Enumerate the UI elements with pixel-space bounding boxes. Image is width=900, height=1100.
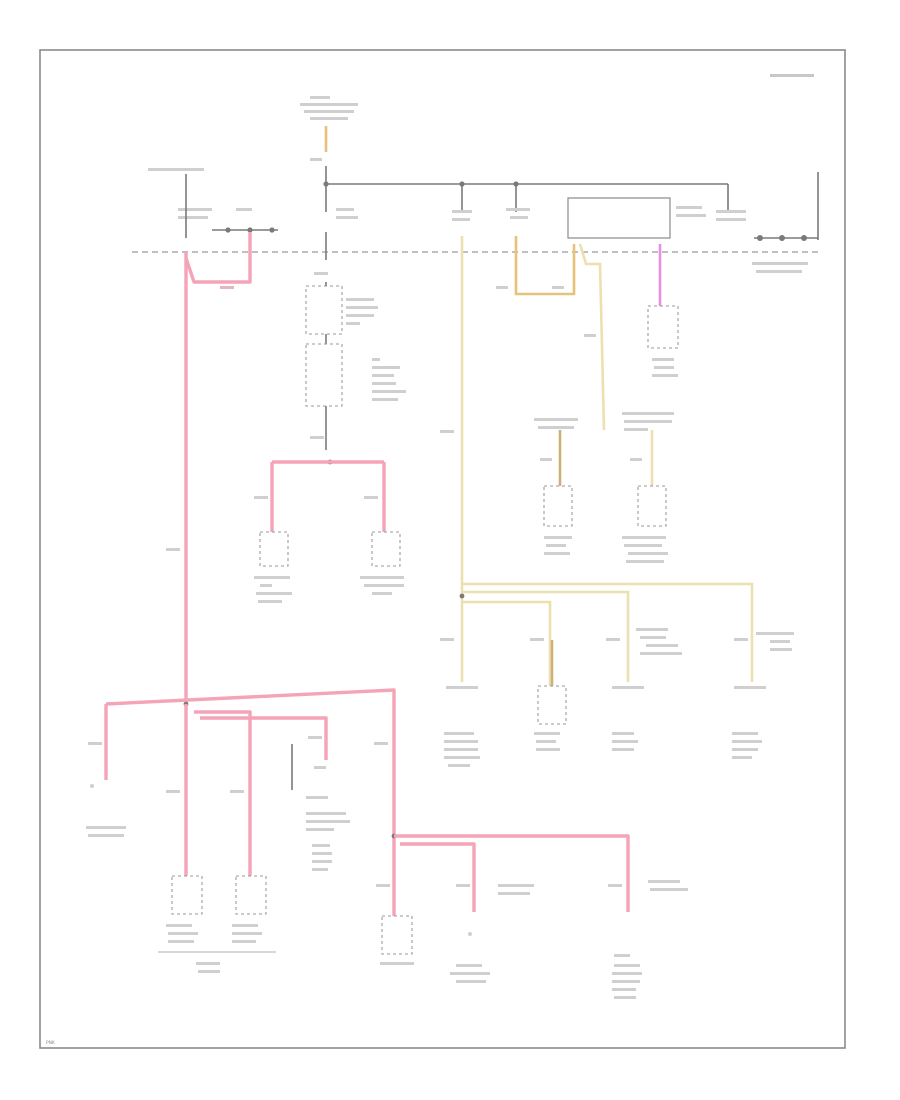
source-wire-label — [310, 158, 322, 161]
lower-right-labels — [450, 880, 688, 999]
power-source-label — [300, 96, 358, 120]
orange-load-2 — [637, 485, 667, 527]
orange-wire — [514, 236, 576, 296]
pink-wire-label — [166, 548, 180, 551]
connector-c1 — [446, 686, 478, 689]
switch-labels — [254, 576, 404, 603]
lamp-right — [235, 875, 267, 915]
magenta-load — [647, 305, 679, 349]
relay-3-labels — [306, 766, 350, 871]
switch-left — [259, 531, 289, 567]
instrument-cluster-label — [86, 784, 126, 837]
caption-text — [770, 74, 814, 77]
wire-color-code: PNK — [46, 1040, 55, 1046]
lamp-labels — [158, 924, 414, 973]
orange-branch-labels — [534, 412, 674, 431]
fuse-block-module — [567, 197, 671, 239]
connector-c2 — [612, 686, 644, 689]
sensor-box — [537, 685, 567, 725]
yellow-branch-labels — [636, 628, 794, 655]
fuse-labels — [148, 168, 746, 221]
lamp-left — [171, 875, 203, 915]
switch-right — [371, 531, 401, 567]
relay-1 — [305, 285, 343, 335]
orange-load-1 — [543, 485, 573, 527]
relay-2 — [305, 343, 343, 407]
orange-load-labels — [544, 536, 668, 563]
tachometer-box — [381, 915, 413, 955]
connector-c3 — [734, 686, 766, 689]
connector-label — [752, 262, 808, 265]
diagram-frame — [39, 49, 846, 1049]
yellow-load-labels — [444, 732, 762, 767]
relay-labels — [346, 298, 406, 401]
